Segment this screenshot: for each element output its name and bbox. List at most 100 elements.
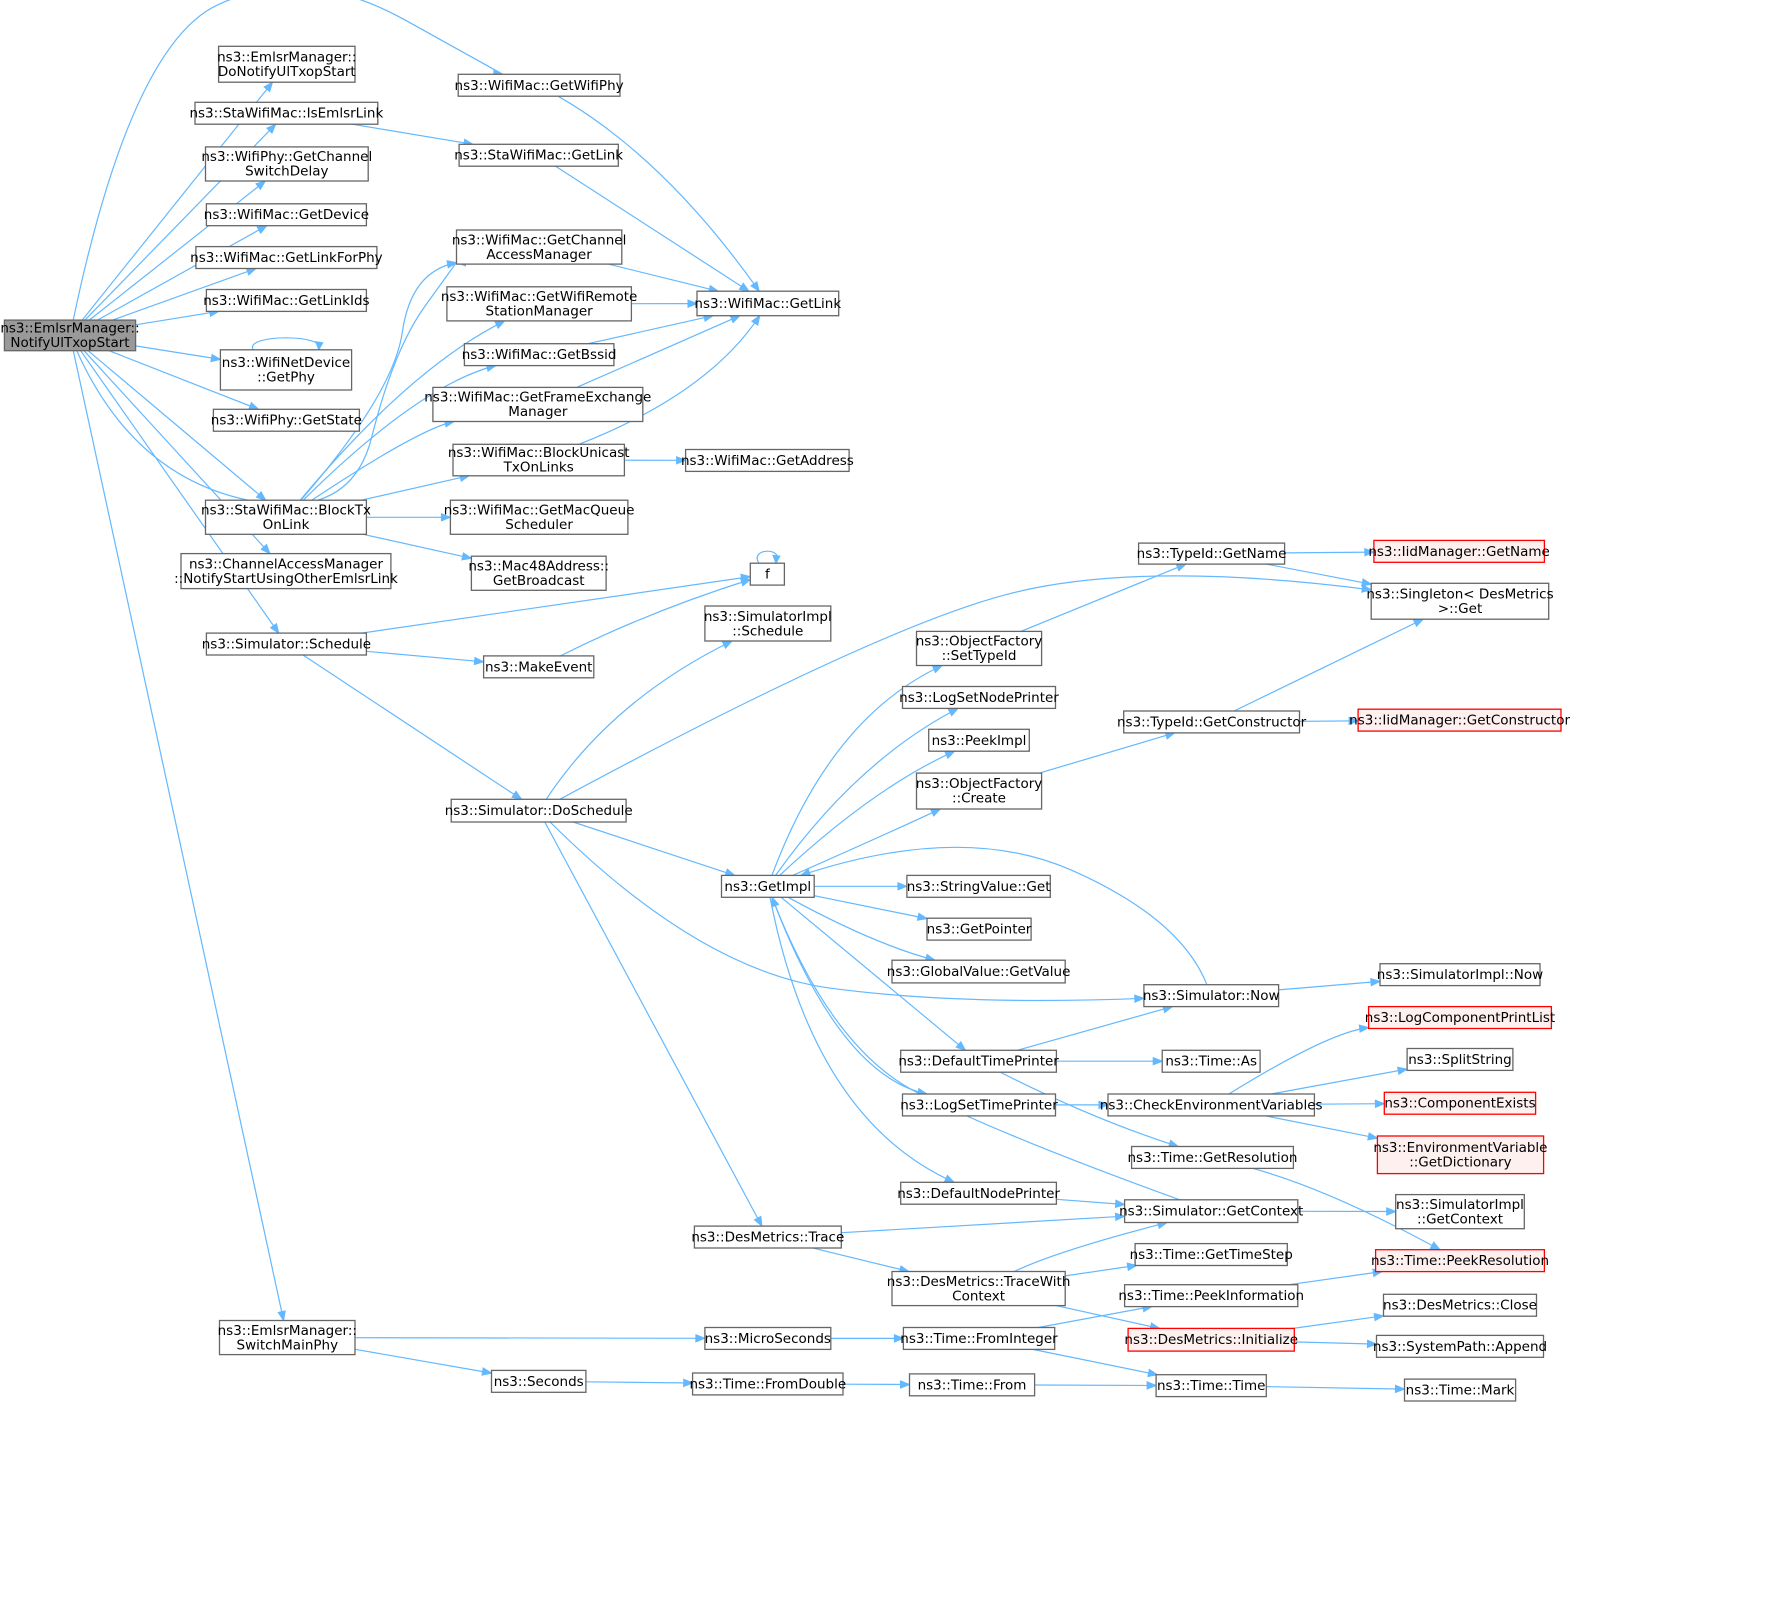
node-checkEnv[interactable]: ns3::CheckEnvironmentVariables bbox=[1100, 1093, 1323, 1117]
node-label-line: ns3::PeekImpl bbox=[932, 733, 1027, 749]
node-getWifiPhy[interactable]: ns3::WifiMac::GetWifiPhy bbox=[455, 73, 624, 97]
node-label-line: Manager bbox=[508, 404, 568, 420]
node-label: ns3::WifiMac::GetWifiPhy bbox=[455, 78, 624, 94]
node-fromDouble[interactable]: ns3::Time::FromDouble bbox=[689, 1372, 846, 1396]
node-implNow[interactable]: ns3::SimulatorImpl::Now bbox=[1377, 963, 1543, 987]
node-doSchedule[interactable]: ns3::Simulator::DoSchedule bbox=[445, 798, 633, 823]
edge-defaultNodePrinter-to-getContext bbox=[1056, 1198, 1125, 1206]
node-sysAppend[interactable]: ns3::SystemPath::Append bbox=[1373, 1334, 1547, 1358]
node-label-line: ns3::SimulatorImpl::Now bbox=[1377, 967, 1543, 983]
node-typeIdGetName[interactable]: ns3::TypeId::GetName bbox=[1137, 542, 1287, 565]
node-seconds[interactable]: ns3::Seconds bbox=[490, 1369, 587, 1393]
node-label: ns3::WifiMac::GetAddress bbox=[681, 453, 854, 469]
node-ofSetTypeId[interactable]: ns3::ObjectFactory::SetTypeId bbox=[916, 630, 1043, 667]
edge-staGetLink-to-getLink bbox=[555, 165, 750, 292]
node-box bbox=[1155, 1374, 1267, 1398]
node-peekInformation[interactable]: ns3::Time::PeekInformation bbox=[1118, 1284, 1304, 1308]
node-logNodePrinter[interactable]: ns3::LogSetNodePrinter bbox=[899, 685, 1059, 710]
node-getLink[interactable]: ns3::WifiMac::GetLink bbox=[694, 290, 841, 317]
node-simNow[interactable]: ns3::Simulator::Now bbox=[1143, 984, 1280, 1008]
edge-defaultTimePrinter-to-simNow bbox=[1017, 1006, 1173, 1051]
node-getContext[interactable]: ns3::Simulator::GetContext bbox=[1119, 1199, 1303, 1224]
node-timeAs[interactable]: ns3::Time::As bbox=[1161, 1049, 1261, 1073]
node-getState[interactable]: ns3::WifiPhy::GetState bbox=[211, 408, 362, 432]
node-microSeconds[interactable]: ns3::MicroSeconds bbox=[704, 1326, 832, 1351]
node-peekImpl[interactable]: ns3::PeekImpl bbox=[928, 728, 1030, 752]
node-switchMainPhy[interactable]: ns3::EmlsrManager::SwitchMainPhy bbox=[218, 1319, 357, 1356]
node-label: ns3::DefaultTimePrinter bbox=[898, 1054, 1059, 1070]
node-linkForPhy[interactable]: ns3::WifiMac::GetLinkForPhy bbox=[190, 245, 383, 270]
node-getAddress[interactable]: ns3::WifiMac::GetAddress bbox=[681, 448, 854, 473]
node-splitString[interactable]: ns3::SplitString bbox=[1406, 1047, 1514, 1072]
node-desInitialize[interactable]: ns3::DesMetrics::Initialize bbox=[1124, 1327, 1298, 1352]
node-makeEvent[interactable]: ns3::MakeEvent bbox=[482, 655, 595, 679]
node-netDevPhy[interactable]: ns3::WifiNetDevice::GetPhy bbox=[219, 349, 353, 391]
node-peekResolution[interactable]: ns3::Time::PeekResolution bbox=[1371, 1249, 1549, 1273]
node-timeMark[interactable]: ns3::Time::Mark bbox=[1403, 1378, 1517, 1402]
node-getResolution[interactable]: ns3::Time::GetResolution bbox=[1127, 1145, 1298, 1170]
edge-getWifiPhy-to-getLink bbox=[557, 95, 760, 292]
node-implSchedule[interactable]: ns3::SimulatorImpl::Schedule bbox=[704, 605, 832, 642]
node-getDevice[interactable]: ns3::WifiMac::GetDevice bbox=[204, 203, 369, 227]
node-label: ns3::GlobalValue::GetValue bbox=[887, 964, 1071, 980]
node-label-line: ns3::Time::FromInteger bbox=[900, 1331, 1058, 1347]
node-iidGetCtor[interactable]: ns3::IidManager::GetConstructor bbox=[1349, 708, 1570, 732]
arrowhead-defaultNodePrinter-to-getContext bbox=[1114, 1199, 1126, 1209]
node-iidGetName[interactable]: ns3::IidManager::GetName bbox=[1368, 539, 1550, 563]
node-defaultTimePrinter[interactable]: ns3::DefaultTimePrinter bbox=[898, 1049, 1059, 1073]
node-logTimePrinter[interactable]: ns3::LogSetTimePrinter bbox=[900, 1093, 1058, 1117]
edge-getImpl-to-peekImpl bbox=[779, 750, 955, 876]
node-timeFrom[interactable]: ns3::Time::From bbox=[908, 1373, 1036, 1397]
node-notifyStart[interactable]: ns3::ChannelAccessManager::NotifyStartUs… bbox=[174, 552, 398, 590]
node-getPointer[interactable]: ns3::GetPointer bbox=[926, 917, 1032, 941]
node-f[interactable]: f bbox=[749, 562, 786, 586]
node-root[interactable]: ns3::EmlsrManager::NotifyUlTxopStart bbox=[0, 319, 140, 352]
edge-root-to-blockTxOnLink bbox=[87, 350, 267, 501]
node-envDict[interactable]: ns3::EnvironmentVariable::GetDictionary bbox=[1373, 1135, 1547, 1175]
node-singleton[interactable]: ns3::Singleton< DesMetrics>::Get bbox=[1366, 582, 1554, 620]
node-timeTime[interactable]: ns3::Time::Time bbox=[1155, 1374, 1267, 1398]
node-broadcast[interactable]: ns3::Mac48Address::GetBroadcast bbox=[468, 555, 609, 591]
node-doNotify[interactable]: ns3::EmlsrManager::DoNotifyUlTxopStart bbox=[217, 45, 356, 83]
node-getBssid[interactable]: ns3::WifiMac::GetBssid bbox=[462, 343, 617, 367]
node-label-line: ns3::WifiNetDevice bbox=[222, 355, 350, 371]
arrowhead-getImpl-to-defaultTimePrinter bbox=[955, 1040, 967, 1052]
node-getImpl[interactable]: ns3::GetImpl bbox=[720, 874, 815, 898]
node-desTrace[interactable]: ns3::DesMetrics::Trace bbox=[691, 1225, 844, 1249]
node-label: ns3::DesMetrics::Close bbox=[1383, 1298, 1537, 1314]
node-label-line: f bbox=[765, 567, 771, 583]
edge-fromInteger-to-peekInformation bbox=[1038, 1305, 1153, 1329]
nodes: ns3::EmlsrManager::NotifyUlTxopStartns3:… bbox=[0, 45, 1570, 1402]
node-getTimeStep[interactable]: ns3::Time::GetTimeStep bbox=[1130, 1242, 1293, 1267]
node-globalGetValue[interactable]: ns3::GlobalValue::GetValue bbox=[887, 959, 1071, 984]
node-staGetLink[interactable]: ns3::StaWifiMac::GetLink bbox=[454, 143, 623, 167]
node-ofCreate[interactable]: ns3::ObjectFactory::Create bbox=[916, 772, 1043, 810]
node-label: ns3::Time::Mark bbox=[1406, 1383, 1515, 1399]
node-desClose[interactable]: ns3::DesMetrics::Close bbox=[1382, 1293, 1538, 1317]
node-stringGet[interactable]: ns3::StringValue::Get bbox=[906, 874, 1051, 898]
edge-getImpl-to-getPointer bbox=[814, 895, 928, 920]
node-box bbox=[1383, 1091, 1537, 1115]
node-box bbox=[1374, 1249, 1546, 1273]
node-logCompList[interactable]: ns3::LogComponentPrintList bbox=[1365, 1005, 1555, 1030]
node-box bbox=[205, 632, 368, 656]
node-defaultNodePrinter[interactable]: ns3::DefaultNodePrinter bbox=[897, 1181, 1060, 1205]
edge-simNow-to-implNow bbox=[1278, 980, 1381, 991]
node-label: ns3::MakeEvent bbox=[485, 659, 593, 675]
node-implGetContext[interactable]: ns3::SimulatorImpl::GetContext bbox=[1395, 1193, 1525, 1230]
node-compExists[interactable]: ns3::ComponentExists bbox=[1383, 1091, 1537, 1115]
node-linkIds[interactable]: ns3::WifiMac::GetLinkIds bbox=[203, 288, 370, 313]
node-typeIdCtor[interactable]: ns3::TypeId::GetConstructor bbox=[1117, 710, 1307, 734]
node-isEmlsr[interactable]: ns3::StaWifiMac::IsEmlsrLink bbox=[189, 101, 383, 125]
node-schedule[interactable]: ns3::Simulator::Schedule bbox=[202, 632, 371, 656]
node-fromInteger[interactable]: ns3::Time::FromInteger bbox=[900, 1326, 1058, 1351]
node-label-line: ns3::ObjectFactory bbox=[916, 634, 1043, 650]
